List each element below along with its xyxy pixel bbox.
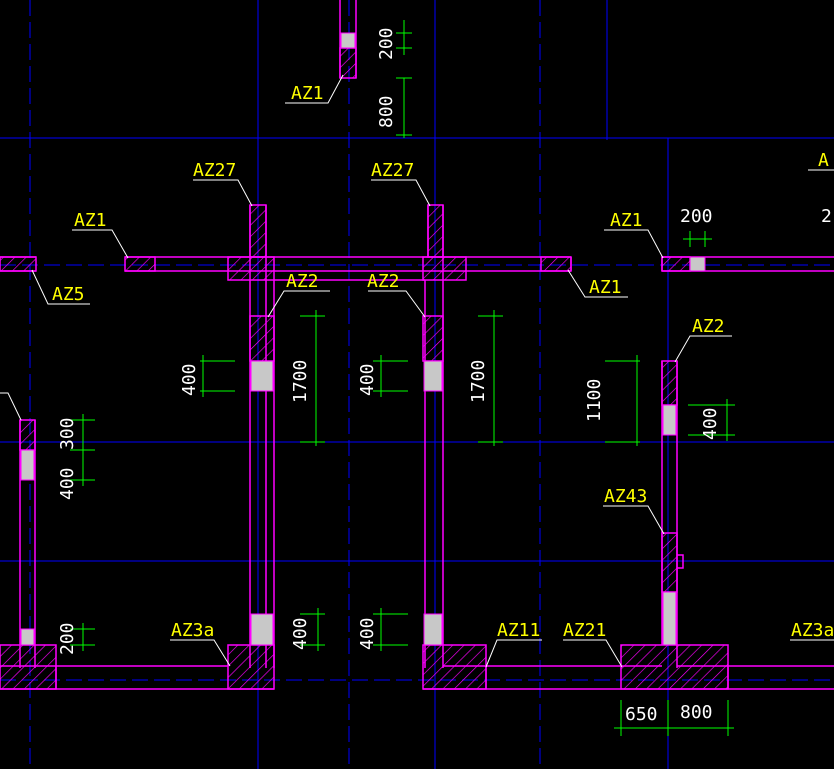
hatch-az21 — [620, 644, 729, 690]
leader-az21 — [563, 639, 623, 668]
hatch-az27-left-upper — [249, 204, 267, 258]
leader-az5 — [31, 269, 90, 305]
label-az27-left[interactable]: AZ27 — [193, 160, 236, 181]
leader-az3a-left — [170, 639, 231, 667]
leader-az1-right — [604, 229, 664, 259]
label-az11[interactable]: AZ11 — [497, 620, 540, 641]
element-labels: AZ1 AZ27 AZ27 AZ1 AZ5 AZ2 AZ2 AZ1 AZ1 AZ… — [52, 83, 834, 641]
leader-az1-left — [72, 229, 129, 259]
openings — [20, 32, 706, 646]
hatch-az27-left-center — [227, 256, 275, 281]
leader-az1-top — [285, 74, 344, 104]
dim-text-col3-1100: 1100 — [584, 379, 605, 422]
dim-text-bot1-400: 400 — [290, 617, 311, 650]
hatch-az2-left — [249, 315, 275, 362]
opening-block — [250, 613, 274, 646]
dim-text-col1-1700: 1700 — [290, 360, 311, 403]
dim-text-col2-400: 400 — [357, 363, 378, 396]
leader-left-column — [0, 392, 22, 421]
hatch-az1-left — [124, 256, 156, 272]
label-az5[interactable]: AZ5 — [52, 284, 85, 305]
opening-block — [20, 449, 35, 481]
label-az21[interactable]: AZ21 — [563, 620, 606, 641]
label-az1-top[interactable]: AZ1 — [291, 83, 324, 104]
label-az2-mid[interactable]: AZ2 — [367, 271, 400, 292]
dim-text-top-800: 800 — [376, 95, 397, 128]
hatch-az2-mid — [422, 315, 444, 362]
dimension-texts: 200 800 200 400 1700 400 1700 1100 400 3… — [57, 27, 721, 725]
leader-lines — [0, 74, 834, 668]
dim-text-col2-1700: 1700 — [468, 360, 489, 403]
leader-az2-mid — [368, 290, 426, 318]
hatched-columns — [0, 47, 729, 690]
leader-az43 — [603, 505, 665, 535]
dim-text-650: 650 — [625, 704, 658, 725]
hatch-az1-right — [661, 256, 691, 272]
opening-block — [20, 628, 35, 646]
hatch-az27-right-upper — [427, 204, 444, 258]
label-az43[interactable]: AZ43 — [604, 486, 647, 507]
leader-az2-right — [674, 335, 732, 363]
dimension-lines — [70, 20, 735, 736]
opening-block — [340, 32, 356, 49]
leader-az1-mid — [567, 269, 628, 298]
hatch-az3a-left — [227, 644, 275, 690]
dim-text-800: 800 — [680, 702, 713, 723]
hatch-left-column — [19, 419, 36, 451]
leader-az2-left — [267, 290, 330, 318]
label-edge-2[interactable]: 2 — [821, 206, 832, 227]
dim-text-top-200: 200 — [376, 27, 397, 60]
dim-text-left-200: 200 — [57, 622, 78, 655]
hatch-az2-right — [661, 360, 678, 406]
leader-az11 — [485, 639, 542, 668]
leader-az27-right — [371, 179, 431, 207]
hatch-az11 — [422, 644, 487, 690]
label-edge-a[interactable]: A — [818, 150, 829, 171]
walls — [0, 0, 834, 690]
opening-block — [423, 613, 443, 646]
hatch-az43 — [661, 532, 678, 593]
dim-text-left-400: 400 — [57, 467, 78, 500]
hatch-az27-right-center — [422, 256, 467, 281]
label-az1-left[interactable]: AZ1 — [74, 210, 107, 231]
hatch-left-bottom — [0, 644, 57, 690]
opening-block — [689, 256, 706, 272]
label-az2-right[interactable]: AZ2 — [692, 316, 725, 337]
hatch-az5 — [0, 256, 37, 272]
dim-text-bot2-400: 400 — [357, 617, 378, 650]
dim-text-right-200: 200 — [680, 206, 713, 227]
dim-text-col1-400: 400 — [179, 363, 200, 396]
label-az2-left[interactable]: AZ2 — [286, 271, 319, 292]
hatch-az1-top — [339, 47, 357, 79]
label-az3a-right[interactable]: AZ3a — [791, 620, 834, 641]
wall-notch — [677, 554, 684, 569]
opening-block — [250, 360, 274, 392]
opening-block — [662, 404, 677, 436]
hatch-az1-mid — [540, 256, 572, 272]
label-az3a-left[interactable]: AZ3a — [171, 620, 214, 641]
leader-az27-left — [193, 179, 253, 207]
label-az1-mid[interactable]: AZ1 — [589, 277, 622, 298]
dim-text-left-300: 300 — [57, 417, 78, 450]
dim-text-col3-400: 400 — [700, 407, 721, 440]
label-az27-right[interactable]: AZ27 — [371, 160, 414, 181]
label-az1-right[interactable]: AZ1 — [610, 210, 643, 231]
opening-block — [662, 591, 677, 646]
opening-block — [423, 360, 443, 392]
